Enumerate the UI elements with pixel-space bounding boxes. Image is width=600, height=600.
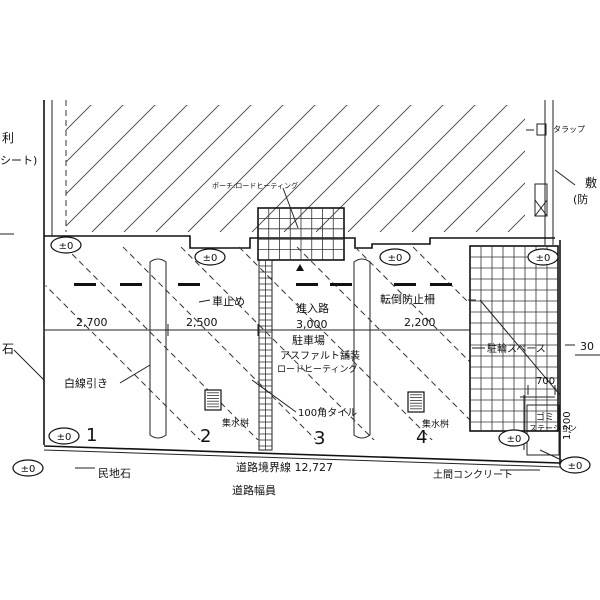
drain-4 bbox=[407, 391, 425, 413]
level-marker-text: ±0 bbox=[59, 241, 74, 252]
label-space-1: 1 bbox=[86, 425, 97, 446]
level-marker-text: ±0 bbox=[21, 464, 36, 475]
hatch-line bbox=[219, 105, 361, 232]
hatch-line bbox=[475, 105, 525, 232]
label-road-width: 道路幅員 bbox=[232, 483, 276, 497]
label-top-left-1: 利 bbox=[2, 131, 14, 145]
hatch-line bbox=[155, 105, 297, 232]
label-parking-2: アスファルト舗装 bbox=[280, 349, 360, 362]
hatch-line bbox=[66, 105, 169, 232]
level-marker-text: ±0 bbox=[536, 253, 551, 264]
label-parking-3: ロードヒーティング bbox=[277, 363, 357, 375]
hatch-line bbox=[251, 105, 393, 232]
label-top-left-2: シート) bbox=[0, 154, 37, 167]
hatch-line bbox=[123, 105, 265, 232]
hatch-line bbox=[507, 105, 525, 232]
white-line-dividers bbox=[149, 258, 371, 439]
level-marker-text: ±0 bbox=[57, 432, 72, 443]
level-marker bbox=[559, 456, 591, 474]
label-dim-1200: 1,200 bbox=[562, 411, 573, 440]
bike-diagonal bbox=[479, 299, 561, 396]
label-dim-2500: 2,500 bbox=[186, 316, 218, 329]
hatch-line bbox=[66, 105, 137, 232]
label-space-4: 4 bbox=[416, 427, 427, 448]
level-marker-text: ±0 bbox=[203, 253, 218, 264]
hatch-line bbox=[379, 105, 521, 232]
tarap-box bbox=[536, 123, 547, 136]
hatch-line bbox=[283, 105, 425, 232]
label-tentou: 転倒防止柵 bbox=[380, 292, 435, 306]
label-hakusen: 白線引き bbox=[64, 376, 108, 390]
hatch-line bbox=[91, 105, 233, 232]
dimension-line bbox=[43, 324, 471, 336]
label-churin: 駐輪スペース bbox=[487, 342, 546, 355]
label-tile: 100角タイル bbox=[298, 407, 357, 419]
label-boundary: 道路境界線 12,727 bbox=[236, 460, 333, 474]
wheel-stops bbox=[74, 283, 452, 286]
level-marker bbox=[12, 459, 44, 477]
label-dim-2700: 2,700 bbox=[76, 316, 108, 329]
label-shusui-2: 集水桝 bbox=[422, 418, 449, 430]
hatch-line bbox=[411, 105, 525, 232]
hatch-line bbox=[66, 105, 201, 232]
label-minchi: 民地石 bbox=[98, 467, 131, 480]
level-markers: ±0 ±0 ±0 ±0 ±0 ±0 ±0 ±0 bbox=[12, 236, 591, 477]
label-gomi-1: ゴミ bbox=[536, 411, 554, 423]
label-porch: ポーチ:ロードヒーティング bbox=[212, 181, 298, 190]
label-shinyuro-width: 3,000 bbox=[296, 318, 328, 331]
building-walls bbox=[0, 100, 600, 465]
hatch-line bbox=[540, 92, 600, 232]
hatch-line bbox=[66, 105, 105, 232]
label-shinyuro: 進入路 bbox=[296, 302, 329, 315]
label-kuruma-dome: 車止め bbox=[212, 294, 245, 308]
label-dim-700: 700 bbox=[536, 376, 555, 387]
tile-strip bbox=[258, 259, 273, 451]
label-right-3: 30 bbox=[580, 340, 594, 353]
label-top-left-3: 石 bbox=[2, 342, 14, 356]
level-marker-text: ±0 bbox=[388, 253, 403, 264]
hatch-line bbox=[315, 105, 457, 232]
label-shusui-1: 集水桝 bbox=[222, 417, 249, 429]
bicycle-grid bbox=[469, 245, 561, 432]
label-dim-2200: 2,200 bbox=[404, 316, 436, 329]
hatch-line bbox=[443, 105, 525, 232]
label-space-2: 2 bbox=[200, 426, 211, 447]
porch-heating-grid bbox=[257, 207, 345, 261]
level-marker bbox=[50, 236, 82, 254]
road-boundary bbox=[43, 445, 561, 468]
label-space-3: 3 bbox=[314, 428, 325, 449]
level-marker bbox=[379, 248, 411, 266]
lot-dash-line bbox=[44, 245, 211, 440]
label-right-2: (防 bbox=[573, 192, 588, 206]
drain-2 bbox=[204, 389, 222, 411]
label-right-1: 敷 bbox=[585, 175, 597, 190]
level-marker bbox=[48, 427, 80, 445]
entry-triangle-icon bbox=[296, 264, 304, 271]
level-marker-text: ±0 bbox=[568, 461, 583, 472]
leader-lines bbox=[13, 129, 576, 471]
level-marker-text: ±0 bbox=[507, 434, 522, 445]
level-marker bbox=[498, 429, 530, 447]
label-gomi-2: ステーション bbox=[529, 424, 577, 433]
level-marker bbox=[527, 248, 559, 266]
level-marker bbox=[194, 248, 226, 266]
hatch-building-zone bbox=[66, 92, 600, 232]
label-parking-1: 駐車場 bbox=[292, 333, 325, 347]
hatch-line bbox=[347, 105, 489, 232]
hatch-line bbox=[187, 105, 329, 232]
hatch-line bbox=[572, 92, 600, 232]
label-doma: 土間コンクリート bbox=[433, 468, 513, 481]
labels: 利 シート) 石 敷 (防 30 タラップ ポーチ:ロードヒーティング 車止め … bbox=[0, 125, 597, 497]
label-tarap: タラップ bbox=[553, 125, 585, 134]
